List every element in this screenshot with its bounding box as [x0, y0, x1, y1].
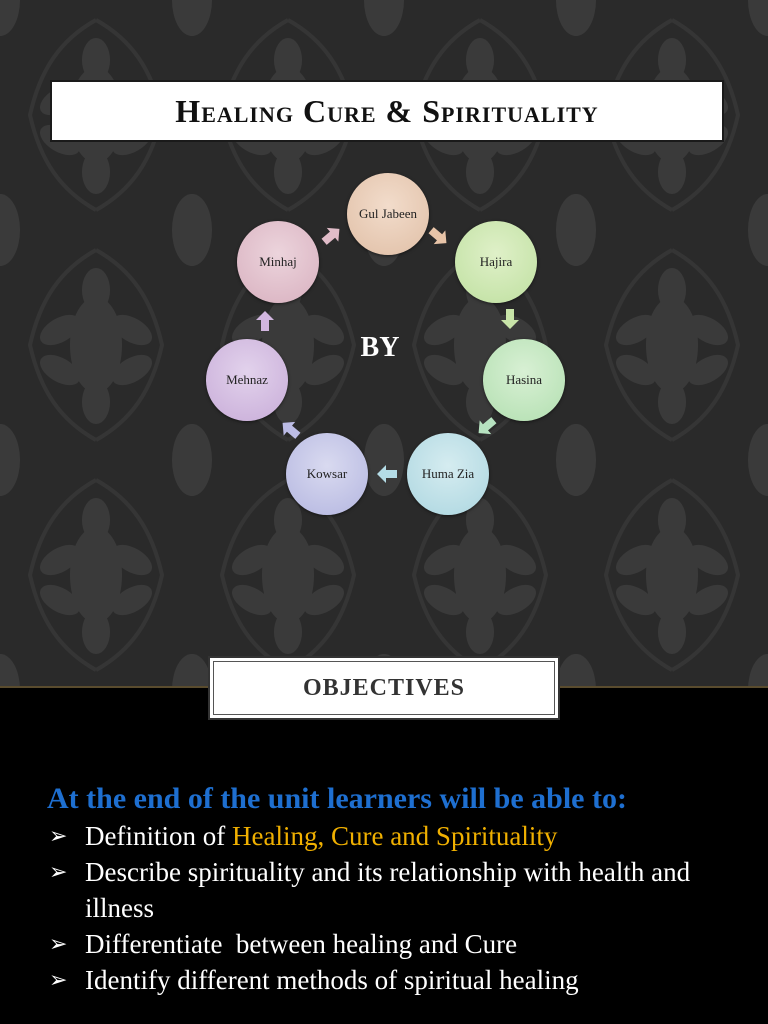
member-node-kowsar: Kowsar	[286, 433, 368, 515]
member-node-mehnaz: Mehnaz	[206, 339, 288, 421]
member-name: Gul Jabeen	[358, 205, 418, 221]
member-node-hajira: Hajira	[455, 221, 537, 303]
member-node-minhaj: Minhaj	[237, 221, 319, 303]
objectives-intro: At the end of the unit learners will be …	[47, 782, 627, 815]
title-slide: Healing Cure & Spirituality Gul Jabeen H…	[0, 0, 768, 688]
arrow-bullet-icon: ➢	[49, 931, 68, 956]
objectives-heading: OBJECTIVES	[302, 674, 466, 701]
arrow-bullet-icon: ➢	[49, 967, 68, 992]
bullet-text: Identify different methods of spiritual …	[85, 965, 579, 995]
member-node-gul-jabeen: Gul Jabeen	[347, 173, 429, 255]
title-box: Healing Cure & Spirituality	[50, 80, 724, 142]
member-name: Huma Zia	[421, 465, 475, 481]
arrow-bullet-icon: ➢	[49, 859, 68, 884]
list-item: ➢ Definition of Healing, Cure and Spiritu…	[46, 818, 746, 854]
objectives-list: ➢ Definition of Healing, Cure and Spiritu…	[46, 818, 746, 998]
list-item: ➢ Describe spirituality and its relations…	[46, 854, 746, 926]
slide-title: Healing Cure & Spirituality	[175, 92, 599, 129]
arrow-bullet-icon: ➢	[49, 823, 68, 848]
member-name: Minhaj	[259, 253, 297, 269]
member-node-huma-zia: Huma Zia	[407, 433, 489, 515]
bullet-prefix: Definition of	[85, 821, 232, 851]
member-name: Kowsar	[306, 465, 348, 481]
list-item: ➢ Identify different methods of spiritual…	[46, 962, 746, 998]
bullet-text: Differentiate between healing and Cure	[85, 929, 518, 959]
list-item: ➢ Differentiate between healing and Cure	[46, 926, 746, 962]
member-name: Hajira	[479, 253, 513, 269]
member-node-hasina: Hasina	[483, 339, 565, 421]
by-label: BY	[360, 332, 400, 363]
member-name: Mehnaz	[226, 371, 268, 387]
objectives-heading-box: OBJECTIVES	[208, 656, 560, 720]
bullet-text: Describe spirituality and its relationsh…	[85, 857, 691, 923]
member-name: Hasina	[505, 371, 543, 387]
bullet-highlight: Healing, Cure and Spirituality	[231, 821, 558, 851]
